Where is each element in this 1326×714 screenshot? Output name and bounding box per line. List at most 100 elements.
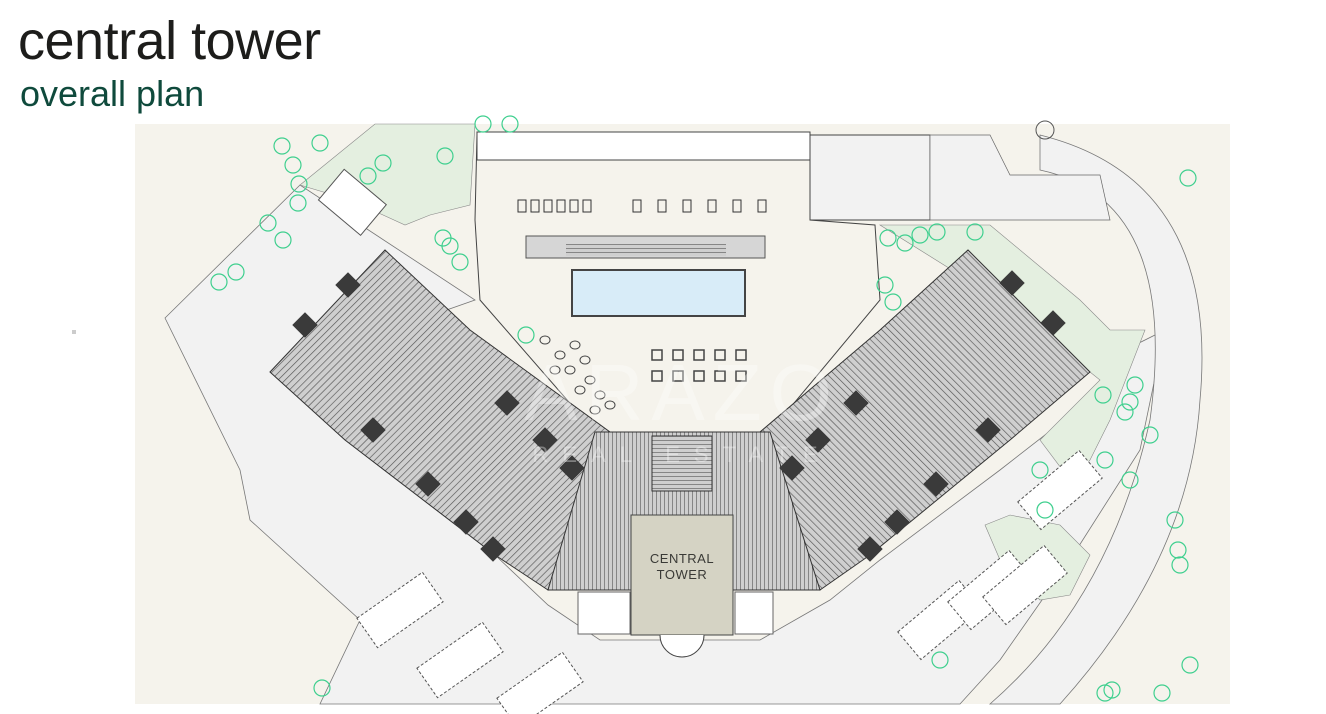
cabana-icon — [682, 199, 692, 213]
roof-vent — [975, 417, 1001, 443]
roof-vent — [805, 427, 831, 453]
central-tower-label-line1: CENTRAL — [650, 551, 714, 566]
cabana-icon — [530, 199, 540, 213]
roof-vent — [857, 536, 883, 562]
tree-icon — [928, 223, 946, 241]
chair-icon — [584, 375, 596, 385]
tree-icon — [313, 679, 331, 697]
roof-vent — [843, 390, 869, 416]
table-icon — [714, 349, 726, 361]
table-icon — [735, 349, 747, 361]
parking-bay — [1017, 449, 1103, 531]
ring-road — [988, 134, 1203, 705]
tree-icon — [436, 147, 454, 165]
tree-icon — [884, 293, 902, 311]
tree-icon — [1036, 501, 1054, 519]
tree-icon — [1171, 556, 1189, 574]
roof-vent — [779, 455, 805, 481]
roof-vent — [360, 417, 386, 443]
north-building — [476, 131, 811, 161]
tree-icon — [879, 229, 897, 247]
chair-icon — [594, 390, 606, 400]
tree-icon — [451, 253, 469, 271]
tree-icon — [931, 651, 949, 669]
tree-icon — [374, 154, 392, 172]
tree-icon — [1166, 511, 1184, 529]
northeast-ramp — [929, 134, 1111, 221]
northeast-building — [809, 134, 931, 221]
tree-icon — [1096, 451, 1114, 469]
roof-vent — [415, 471, 441, 497]
tree-icon — [1121, 393, 1139, 411]
tree-icon — [1169, 541, 1187, 559]
table-icon — [693, 349, 705, 361]
parking-bay — [982, 544, 1068, 626]
tree-icon — [1103, 681, 1121, 699]
table-icon — [672, 349, 684, 361]
tree-icon — [284, 156, 302, 174]
skylight — [317, 168, 388, 237]
cabana-icon — [556, 199, 566, 213]
tree-icon — [311, 134, 329, 152]
cabanas — [517, 199, 767, 213]
dining-tables — [539, 335, 747, 415]
tree-icon — [1031, 461, 1049, 479]
central-roof — [547, 431, 821, 591]
watermark-logo-text: ARAZO — [524, 348, 840, 437]
entrance-canopy — [659, 634, 705, 658]
tree-icon — [434, 229, 452, 247]
parking-bay-right — [734, 591, 774, 635]
chair-icon — [574, 385, 586, 395]
central-stair — [651, 435, 713, 492]
parking-bays-front — [577, 591, 631, 635]
chair-icon — [589, 405, 601, 415]
cabana-icon — [707, 199, 717, 213]
tree-icon — [1126, 376, 1144, 394]
roof-vent — [999, 270, 1025, 296]
tree-icon — [1181, 656, 1199, 674]
roof-vent — [335, 272, 361, 298]
page-title: central tower — [18, 11, 321, 71]
roof-vent — [923, 471, 949, 497]
trees — [210, 115, 1199, 702]
tree-icon — [1094, 386, 1112, 404]
cabana-icon — [657, 199, 667, 213]
roof-vent — [480, 536, 506, 562]
tree-icon — [289, 194, 307, 212]
cabana-icon — [569, 199, 579, 213]
watermark-subtext: REAL ESTATE — [532, 442, 831, 467]
tree-icon — [359, 167, 377, 185]
tree-icon — [259, 214, 277, 232]
cabana-icon — [732, 199, 742, 213]
tree-icon — [1153, 684, 1171, 702]
tree-icon — [1096, 684, 1114, 702]
tree-icon — [876, 276, 894, 294]
cabana-icon — [582, 199, 592, 213]
roof-vent — [559, 455, 585, 481]
swimming-pool — [571, 269, 746, 317]
roof-vent — [292, 312, 318, 338]
cabana-icon — [757, 199, 767, 213]
roof-vent — [494, 390, 520, 416]
chair-icon — [564, 365, 576, 375]
tree-icon — [911, 226, 929, 244]
central-tower-building — [630, 514, 734, 636]
central-tower-label-line2: TOWER — [657, 567, 708, 582]
tree-icon — [274, 231, 292, 249]
tree-icon — [273, 137, 291, 155]
table-icon — [714, 370, 726, 382]
tree-icon — [896, 234, 914, 252]
tree-icon — [210, 273, 228, 291]
parking-bay — [496, 651, 584, 714]
chair-icon — [569, 340, 581, 350]
table-icon — [693, 370, 705, 382]
page-subtitle: overall plan — [20, 73, 205, 114]
tree-icon — [1116, 403, 1134, 421]
tree-icon — [227, 263, 245, 281]
north-arrow-icon — [1035, 120, 1055, 140]
chair-icon — [549, 365, 561, 375]
tree-icon — [474, 115, 492, 133]
garden-northeast — [878, 224, 1146, 481]
roof-vent — [884, 509, 910, 535]
